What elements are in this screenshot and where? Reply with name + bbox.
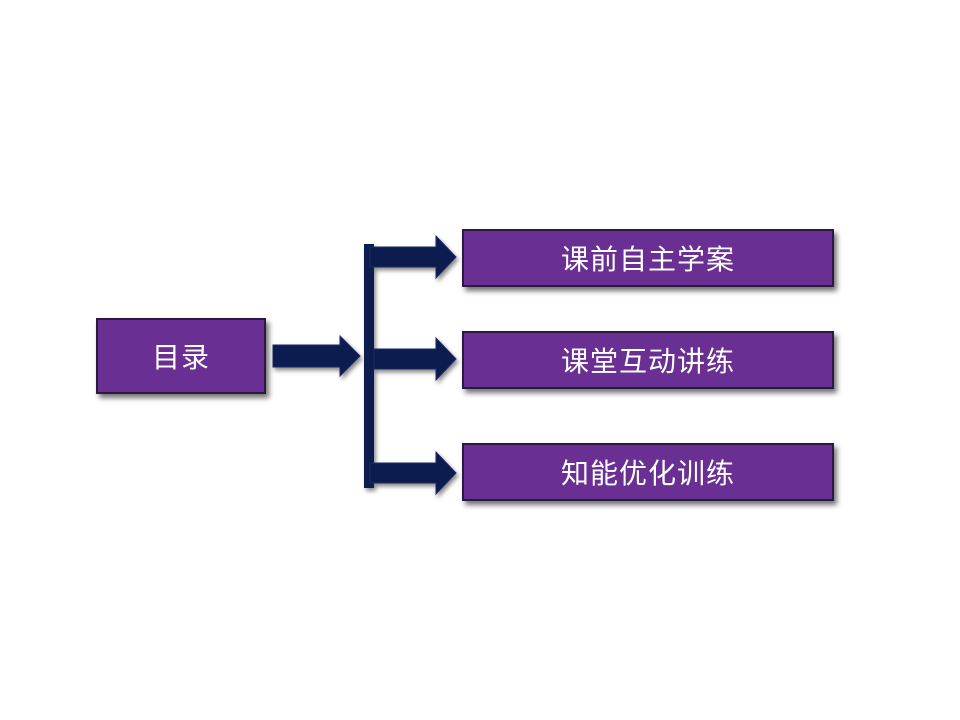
branch-node-2[interactable]: 课堂互动讲练 bbox=[462, 331, 834, 389]
root-node[interactable]: 目录 bbox=[96, 318, 266, 394]
root-arrow bbox=[272, 334, 361, 378]
branch-arrow-3 bbox=[369, 450, 457, 496]
branch-node-label: 课前自主学案 bbox=[560, 243, 735, 276]
branch-node-label: 知能优化训练 bbox=[560, 457, 735, 490]
branch-arrow-1 bbox=[369, 234, 457, 280]
vertical-bar bbox=[364, 244, 374, 488]
branch-arrow-2 bbox=[373, 336, 457, 382]
branch-node-label: 课堂互动讲练 bbox=[560, 345, 735, 378]
root-node-label: 目录 bbox=[151, 341, 210, 374]
branch-node-1[interactable]: 课前自主学案 bbox=[462, 229, 834, 287]
branch-node-3[interactable]: 知能优化训练 bbox=[462, 443, 834, 501]
